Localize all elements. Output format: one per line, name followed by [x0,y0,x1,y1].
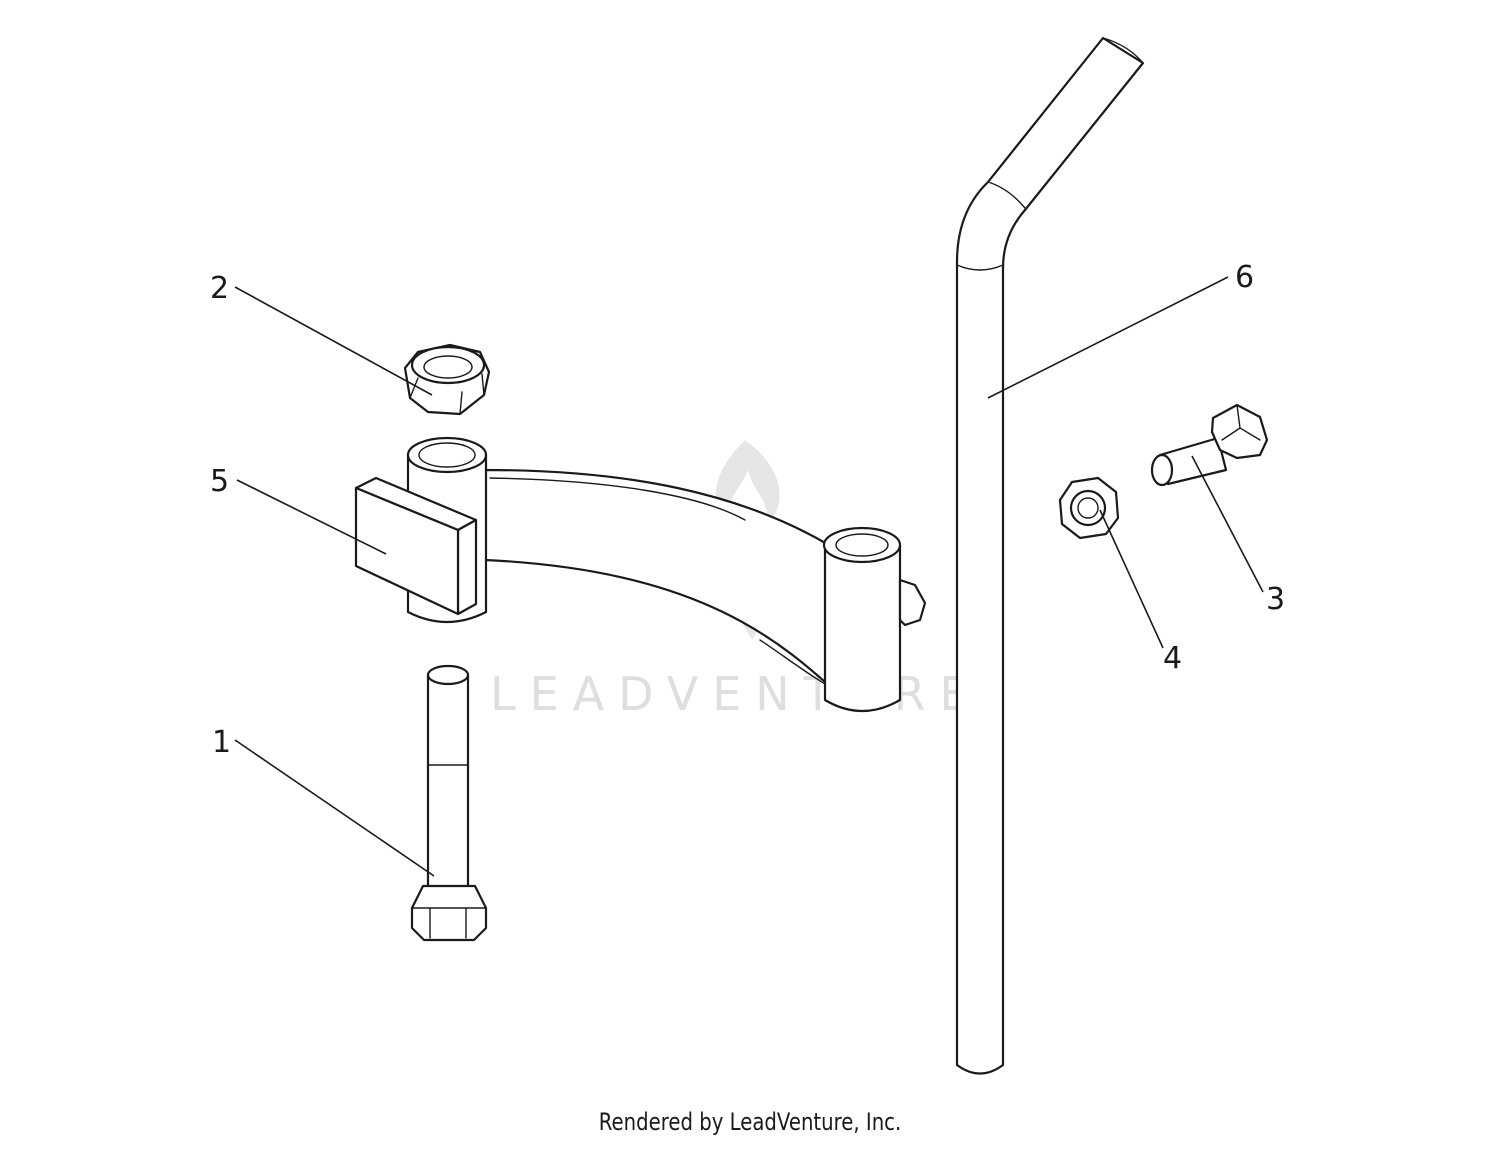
footer-credit: Rendered by LeadVenture, Inc. [598,1108,902,1136]
callout-1[interactable]: 1 [212,725,231,760]
callout-4[interactable]: 4 [1163,641,1182,676]
leader-3 [1191,455,1264,593]
callout-3[interactable]: 3 [1266,582,1285,617]
leader-5 [236,479,387,555]
callouts: 1 2 3 4 5 6 [210,260,1285,760]
callout-6[interactable]: 6 [1235,260,1254,295]
leader-1 [234,739,435,877]
part-2-lock-nut [403,343,491,416]
callout-2[interactable]: 2 [210,271,229,306]
leader-4 [1099,509,1164,649]
part-1-hex-bolt [410,664,488,942]
part-6-handle-rod [955,36,1145,1075]
leader-6 [987,276,1229,399]
part-5-bracket-assembly [354,436,927,713]
leader-2 [234,286,433,396]
part-4-hex-nut [1058,476,1120,540]
watermark-text: LEADVENTURE [490,667,983,721]
callout-5[interactable]: 5 [210,464,229,499]
leader-lines [234,276,1264,877]
part-3-small-bolt [1150,403,1269,487]
